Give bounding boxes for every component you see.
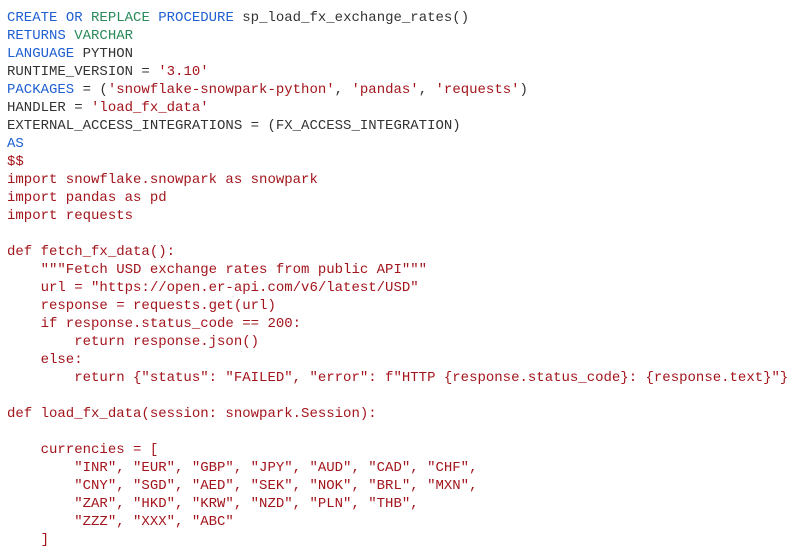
code-token: import requests (7, 208, 134, 224)
code-line: RETURNS VARCHAR (7, 27, 787, 45)
code-token: "INR", "EUR", "GBP", "JPY", "AUD", "CAD"… (7, 460, 478, 476)
code-token: LANGUAGE (7, 46, 83, 62)
code-line: def fetch_fx_data(): (7, 243, 787, 261)
code-line: response = requests.get(url) (7, 297, 787, 315)
code-token: '3.10' (158, 64, 209, 80)
code-token: "ZZZ", "XXX", "ABC" (7, 514, 234, 530)
code-line: "ZZZ", "XXX", "ABC" (7, 513, 787, 531)
code-line: LANGUAGE PYTHON (7, 45, 787, 63)
code-token: CREATE (7, 10, 66, 26)
code-token: PYTHON (82, 46, 134, 62)
code-token: RUNTIME_VERSION = (7, 64, 159, 80)
code-line: "ZAR", "HKD", "KRW", "NZD", "PLN", "THB"… (7, 495, 787, 513)
code-line: "CNY", "SGD", "AED", "SEK", "NOK", "BRL"… (7, 477, 787, 495)
code-editor[interactable]: CREATE OR REPLACE PROCEDURE sp_load_fx_e… (7, 9, 787, 549)
code-token: if response.status_code == 200: (7, 316, 302, 332)
code-token: url = "https://open.er-api.com/v6/latest… (7, 280, 419, 296)
code-token: , (418, 82, 436, 98)
code-token: "ZAR", "HKD", "KRW", "NZD", "PLN", "THB"… (7, 496, 419, 512)
code-line: RUNTIME_VERSION = '3.10' (7, 63, 787, 81)
code-token: "CNY", "SGD", "AED", "SEK", "NOK", "BRL"… (7, 478, 478, 494)
code-token: else: (7, 352, 83, 368)
code-line: import requests (7, 207, 787, 225)
code-token: return response.json() (7, 334, 260, 350)
code-token: response = requests.get(url) (7, 298, 276, 314)
code-token: PROCEDURE (158, 10, 243, 26)
code-line: AS (7, 135, 787, 153)
code-token: import pandas as pd (7, 190, 167, 206)
code-token: import snowflake.snowpark as snowpark (7, 172, 318, 188)
code-token: def load_fx_data(session: snowpark.Sessi… (7, 406, 377, 422)
code-token: def fetch_fx_data(): (7, 244, 176, 260)
code-line: """Fetch USD exchange rates from public … (7, 261, 787, 279)
code-line: ] (7, 531, 787, 549)
code-token: VARCHAR (74, 28, 134, 44)
code-token: OR (65, 10, 92, 26)
code-line: CREATE OR REPLACE PROCEDURE sp_load_fx_e… (7, 9, 787, 27)
code-line: import snowflake.snowpark as snowpark (7, 171, 787, 189)
code-token: return {"status": "FAILED", "error": f"H… (7, 370, 787, 386)
code-token: PACKAGES (7, 82, 75, 98)
code-line: "INR", "EUR", "GBP", "JPY", "AUD", "CAD"… (7, 459, 787, 477)
code-token: RETURNS (7, 28, 75, 44)
code-token: EXTERNAL_ACCESS_INTEGRATIONS = (FX_ACCES… (7, 118, 461, 134)
code-token: 'pandas' (351, 82, 419, 98)
code-line: return {"status": "FAILED", "error": f"H… (7, 369, 787, 387)
code-token: ] (7, 532, 50, 548)
code-line: EXTERNAL_ACCESS_INTEGRATIONS = (FX_ACCES… (7, 117, 787, 135)
code-line: currencies = [ (7, 441, 787, 459)
code-token: AS (7, 136, 24, 152)
code-line: PACKAGES = ('snowflake-snowpark-python',… (7, 81, 787, 99)
code-token: 'requests' (435, 82, 520, 98)
code-token: currencies = [ (7, 442, 159, 458)
code-token: 'load_fx_data' (91, 100, 209, 116)
code-line (7, 387, 787, 405)
code-line: $$ (7, 153, 787, 171)
code-line (7, 423, 787, 441)
code-line: else: (7, 351, 787, 369)
code-line: return response.json() (7, 333, 787, 351)
code-line: url = "https://open.er-api.com/v6/latest… (7, 279, 787, 297)
code-token: """Fetch USD exchange rates from public … (7, 262, 428, 278)
code-token: 'snowflake-snowpark-python' (107, 82, 335, 98)
code-token: HANDLER = (7, 100, 92, 116)
code-token: = ( (74, 82, 108, 98)
code-token: ) (519, 82, 528, 98)
code-token: , (334, 82, 352, 98)
code-token: sp_load_fx_exchange_rates() (242, 10, 470, 26)
code-line (7, 225, 787, 243)
code-token: REPLACE (91, 10, 159, 26)
code-line: def load_fx_data(session: snowpark.Sessi… (7, 405, 787, 423)
code-line: HANDLER = 'load_fx_data' (7, 99, 787, 117)
code-line: if response.status_code == 200: (7, 315, 787, 333)
code-token: $$ (7, 154, 24, 170)
code-line: import pandas as pd (7, 189, 787, 207)
